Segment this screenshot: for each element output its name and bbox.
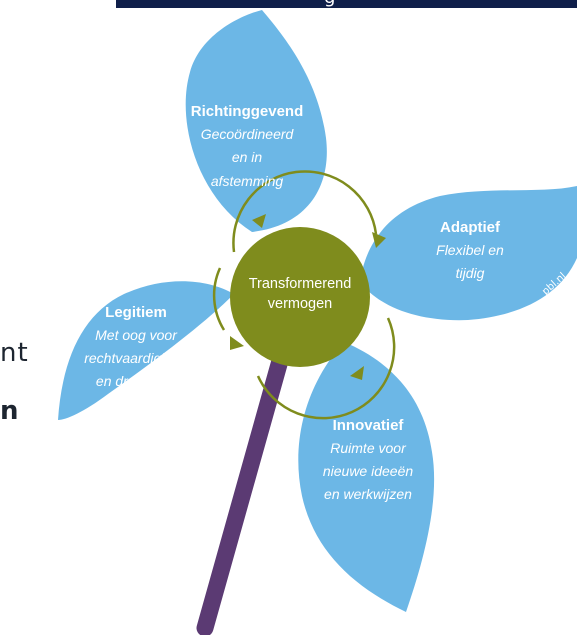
- arrowhead-bottom-icon: [350, 366, 364, 380]
- petal-text-adaptief-1: Flexibel en: [436, 242, 504, 258]
- petal-innovatief: [298, 342, 435, 612]
- petal-title-richtinggevend: Richtinggevend: [191, 103, 304, 120]
- petal-legitiem: [58, 281, 234, 420]
- petal-richtinggevend: [185, 10, 327, 232]
- petal-text-legitiem-1: Met oog voor: [95, 327, 178, 343]
- petal-text-richtinggevend-3: afstemming: [211, 173, 284, 189]
- petal-text-richtinggevend-1: Gecoördineerd: [201, 126, 295, 142]
- petal-text-legitiem-3: en draagvlak: [96, 373, 177, 389]
- petal-text-innovatief-2: nieuwe ideeën: [323, 463, 414, 479]
- arrowhead-left-icon: [230, 336, 244, 350]
- rotation-arrow-arc-bottom: [256, 317, 396, 420]
- petal-title-innovatief: Innovatief: [333, 417, 405, 434]
- rotation-arrow-arc-top: [232, 170, 378, 253]
- arrowhead-right-icon: [372, 232, 386, 248]
- petal-text-innovatief-3: en werkwijzen: [324, 486, 412, 502]
- header-bar: g: [116, 0, 577, 8]
- petal-title-legitiem: Legitiem: [105, 304, 167, 321]
- arrowhead-top-icon: [252, 214, 266, 228]
- petal-text-innovatief-1: Ruimte voor: [330, 440, 407, 456]
- petal-title-adaptief: Adaptief: [440, 219, 501, 236]
- petal-text-adaptief-2: tijdig: [456, 265, 485, 281]
- hub-label-line-1: Transformerend: [249, 276, 352, 292]
- hub-label-line-2: vermogen: [268, 296, 332, 312]
- pinwheel-stick: [196, 341, 292, 635]
- hub-circle: [230, 227, 370, 367]
- cropped-text-line-1: nt: [0, 338, 29, 368]
- petal-text-richtinggevend-2: en in: [232, 149, 263, 165]
- rotation-arrow-arc-left: [212, 267, 226, 331]
- header-text-fragment: g: [324, 0, 335, 8]
- cropped-text-line-2: n: [0, 396, 19, 426]
- petal-adaptief: [360, 186, 577, 321]
- petal-text-legitiem-2: rechtvaardigheid: [84, 350, 189, 366]
